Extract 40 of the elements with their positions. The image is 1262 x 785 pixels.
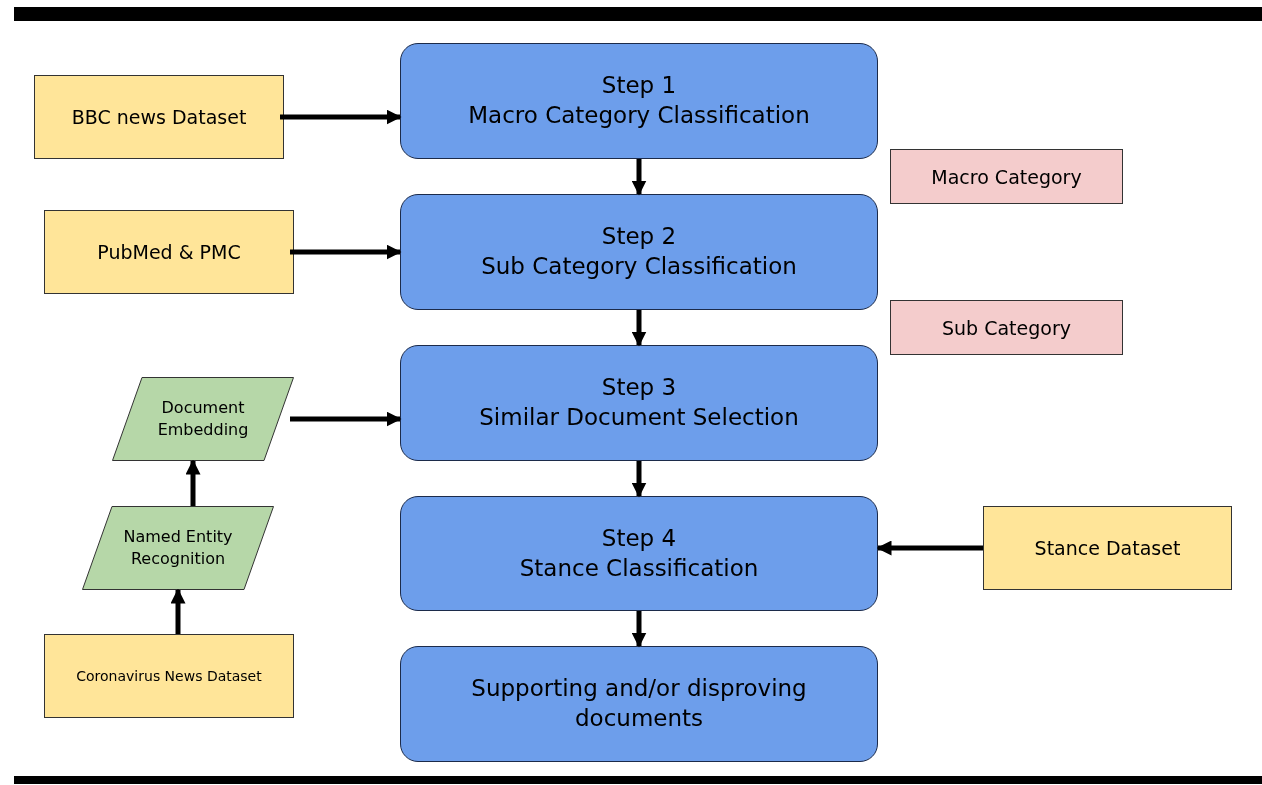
process-box (400, 194, 878, 310)
step-heading: Step 1 (601, 71, 677, 101)
step-heading: Step 4 (601, 523, 677, 553)
node-text: PubMed & PMC (97, 241, 241, 263)
step-heading: Step 3 (601, 373, 677, 403)
arrow (185, 459, 201, 506)
node-text: Sub Category (942, 316, 1071, 339)
arrow (631, 159, 647, 196)
arrow (290, 244, 402, 260)
process-box (400, 496, 878, 611)
node-text: Macro Category Classification (468, 101, 810, 130)
data-box (44, 634, 294, 718)
arrow (631, 310, 647, 347)
node-text: Sub Category Classification (481, 252, 797, 281)
node-text: Macro Category (931, 165, 1082, 188)
node-text: Stance Dataset (1034, 537, 1181, 559)
node-text: Named Entity Recognition (122, 525, 234, 570)
output-label-box (890, 300, 1123, 355)
node-text: Similar Document Selection (479, 403, 799, 432)
parallelogram-box (82, 506, 274, 590)
parallelogram-box (112, 377, 294, 461)
node-text: Stance Classification (519, 553, 759, 583)
process-box (400, 345, 878, 461)
node-text: BBC news Dataset (71, 106, 247, 128)
data-box (983, 506, 1232, 590)
process-box (400, 43, 878, 159)
arrow (280, 109, 402, 125)
arrow (290, 411, 402, 427)
node-text: Supporting and/or disproving documents (470, 674, 808, 733)
arrow (876, 540, 983, 556)
node-text: Coronavirus News Dataset (76, 668, 262, 684)
arrow (631, 611, 647, 648)
output-label-box (890, 149, 1123, 204)
data-box (44, 210, 294, 294)
data-box (34, 75, 284, 159)
process-box (400, 646, 878, 762)
arrow (170, 588, 186, 634)
arrow (631, 461, 647, 498)
node-text: Document Embedding (156, 396, 250, 441)
step-heading: Step 2 (601, 222, 677, 252)
